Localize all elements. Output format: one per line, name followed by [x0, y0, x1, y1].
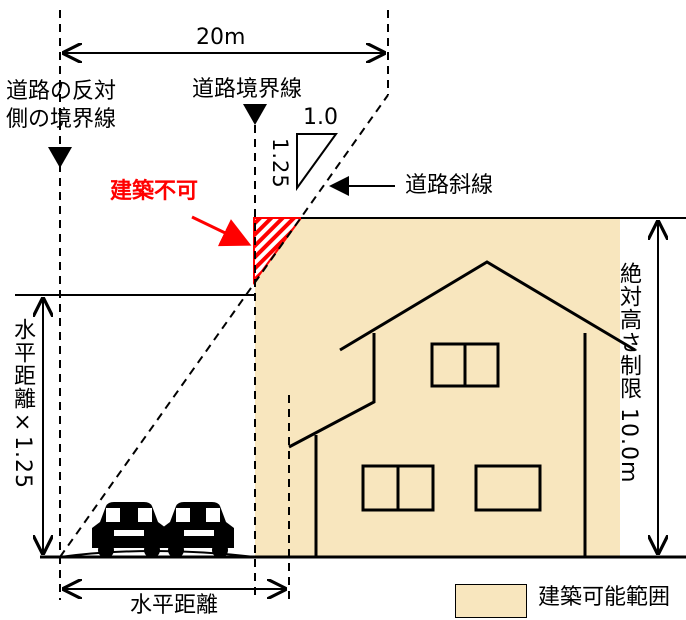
road-slope-diagonal [59, 94, 389, 558]
window [474, 464, 542, 512]
car-icon [162, 502, 234, 558]
top-width-label: 20m [196, 25, 246, 50]
absolute-height-label: 絶対高さ制限 10.0m [616, 262, 641, 484]
slope-run-label: 1.0 [303, 105, 338, 130]
triangle-down-marker [243, 104, 267, 125]
not-buildable-arrow [191, 215, 252, 247]
road-slope-label: 道路斜線 [405, 173, 494, 198]
legend-swatch [455, 584, 527, 618]
legend-label: 建築可能範囲 [538, 585, 671, 610]
car-icon [92, 502, 166, 558]
slope-rise-label: 1.25 [268, 138, 292, 189]
house-outline [288, 260, 636, 557]
horizontal-distance-label: 水平距離 [130, 593, 219, 618]
triangle-down-marker [48, 147, 72, 168]
height-formula-label: 水平距離×1.25 [10, 318, 35, 489]
slope-ratio-triangle [296, 133, 338, 192]
road-boundary-label: 道路境界線 [192, 77, 303, 102]
not-buildable-label: 建築不可 [110, 179, 199, 204]
opposite-boundary-label: 道路の反対 側の境界線 [6, 79, 117, 132]
